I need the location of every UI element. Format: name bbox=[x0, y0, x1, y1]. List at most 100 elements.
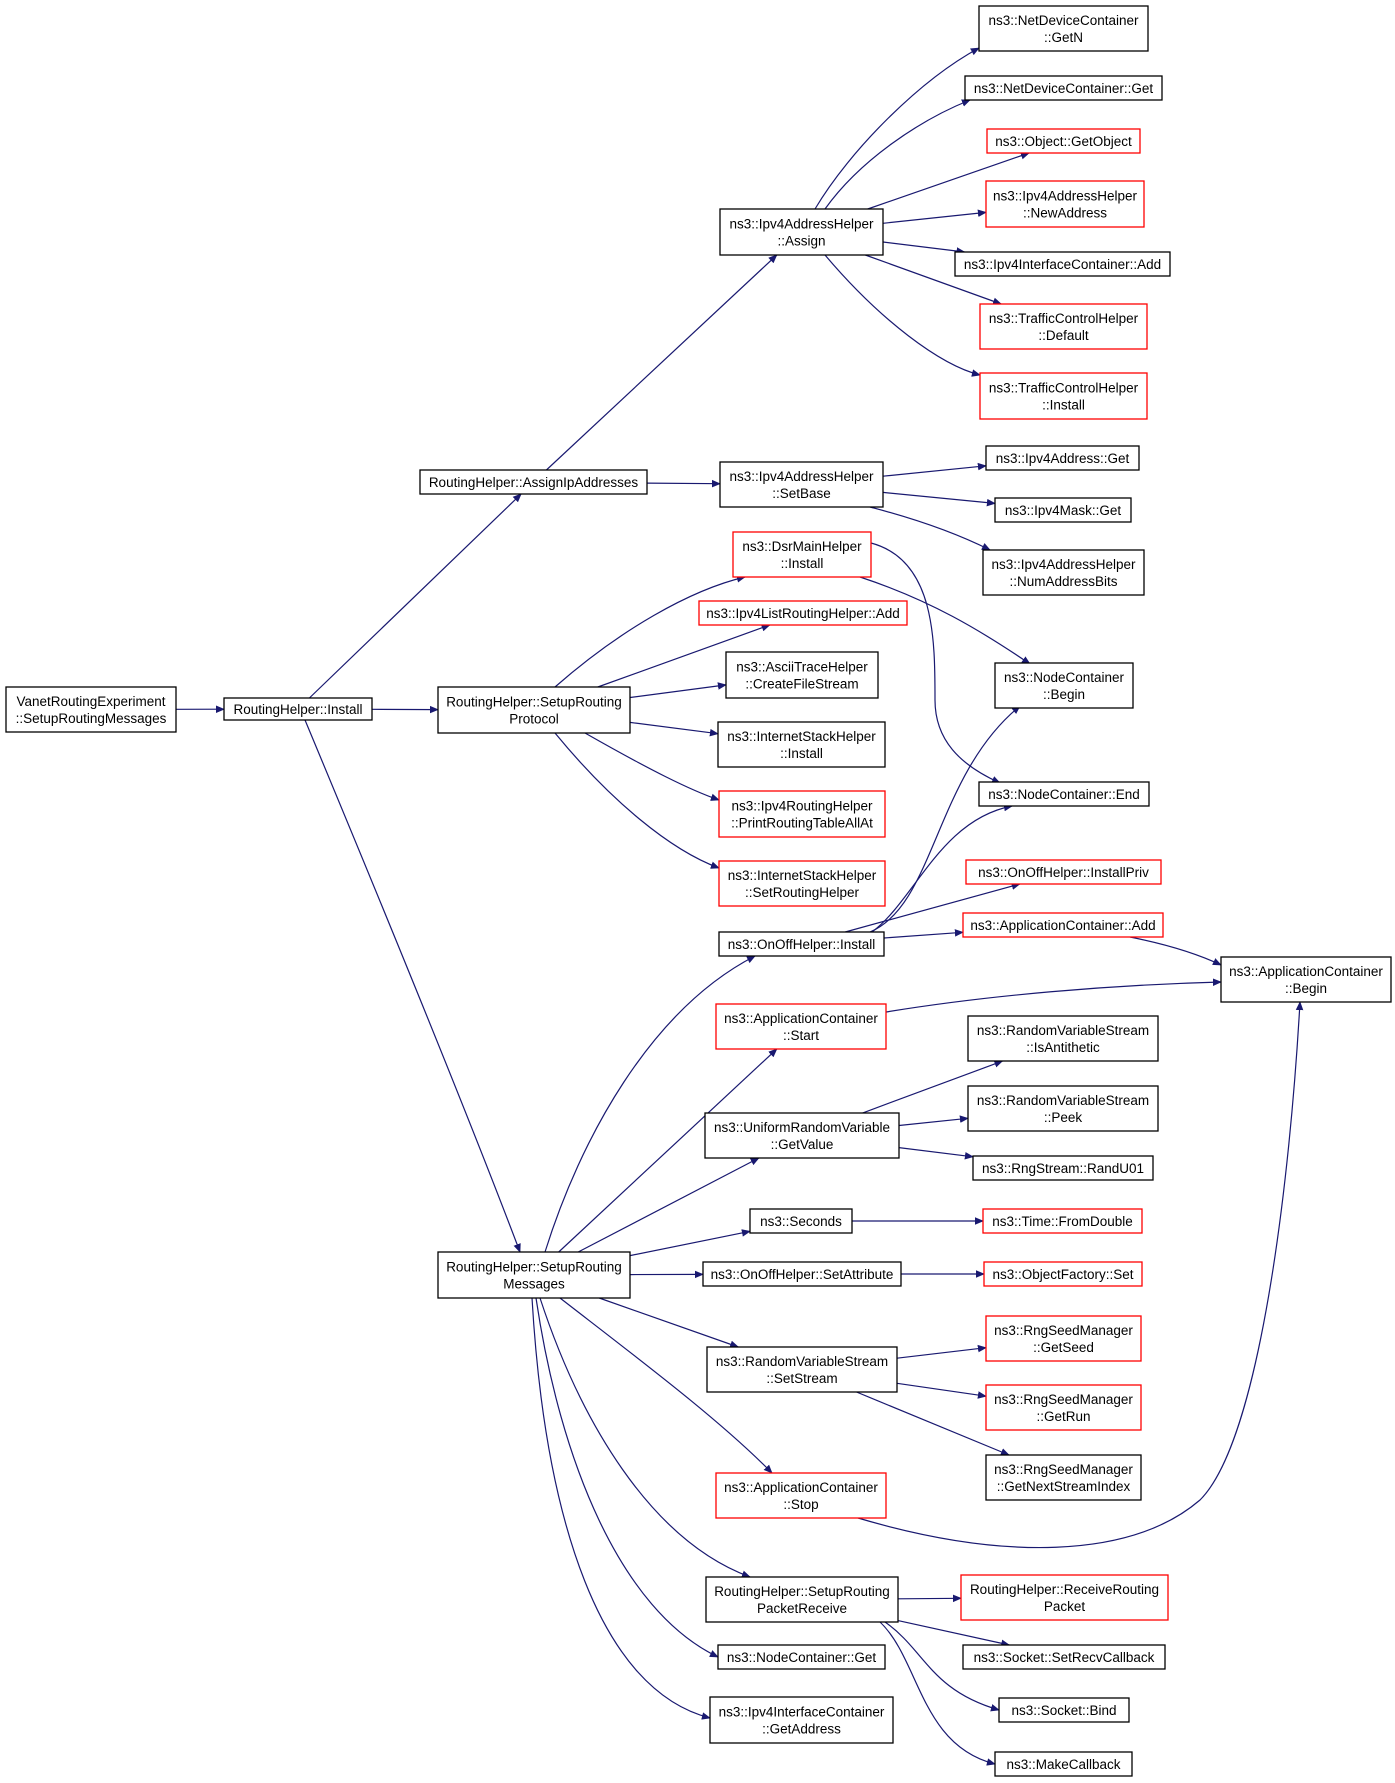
node-label: ns3::Ipv4InterfaceContainer bbox=[719, 1705, 885, 1720]
node-ipv4ic-getaddr[interactable]: ns3::Ipv4InterfaceContainer::GetAddress bbox=[709, 1696, 894, 1744]
node-label: RoutingHelper::SetupRouting bbox=[446, 1260, 622, 1275]
node-nc-end[interactable]: ns3::NodeContainer::End bbox=[978, 781, 1150, 807]
node-time-fromdouble[interactable]: ns3::Time::FromDouble bbox=[982, 1208, 1143, 1234]
node-label: ns3::Ipv4AddressHelper bbox=[729, 469, 874, 484]
edge-rh_setup_msgs-to-urv_getvalue bbox=[577, 1157, 760, 1253]
node-ipv4addr-get[interactable]: ns3::Ipv4Address::Get bbox=[985, 445, 1140, 471]
node-rng-randu01[interactable]: ns3::RngStream::RandU01 bbox=[972, 1155, 1154, 1181]
node-box bbox=[978, 5, 1149, 52]
node-ipv4ah-assign[interactable]: ns3::Ipv4AddressHelper::Assign bbox=[719, 208, 884, 256]
node-rh-install[interactable]: RoutingHelper::Install bbox=[223, 697, 373, 721]
edge-onoff_install-to-nc_end bbox=[871, 803, 1013, 933]
node-label: RoutingHelper::ReceiveRouting bbox=[970, 1582, 1159, 1597]
edge-rh_setup_msgs-to-seconds bbox=[629, 1229, 751, 1257]
node-label: ns3::RngSeedManager bbox=[994, 1392, 1133, 1407]
edge-rh_setup_recv-to-sock_bind bbox=[884, 1621, 1000, 1712]
node-sock-setrecv[interactable]: ns3::Socket::SetRecvCallback bbox=[962, 1644, 1166, 1670]
node-box bbox=[5, 686, 177, 733]
node-label: ::Start bbox=[783, 1028, 819, 1043]
node-of-set[interactable]: ns3::ObjectFactory::Set bbox=[983, 1261, 1143, 1287]
node-box bbox=[985, 1315, 1142, 1362]
node-ish-setrh[interactable]: ns3::InternetStackHelper::SetRoutingHelp… bbox=[718, 860, 886, 907]
edge-rh_setup_recv-to-makecallback bbox=[879, 1621, 996, 1766]
edge-rh_setup_proto-to-ish_setrh bbox=[554, 732, 720, 869]
node-ipv4ic-add[interactable]: ns3::Ipv4InterfaceContainer::Add bbox=[954, 251, 1171, 277]
node-label: ::GetRun bbox=[1036, 1409, 1090, 1424]
node-rsm-nextstream[interactable]: ns3::RngSeedManager::GetNextStreamIndex bbox=[985, 1454, 1142, 1501]
node-label: ::Default bbox=[1038, 328, 1089, 343]
node-ac-add[interactable]: ns3::ApplicationContainer::Add bbox=[962, 912, 1164, 938]
node-box bbox=[437, 686, 631, 734]
node-dsr-install[interactable]: ns3::DsrMainHelper::Install bbox=[732, 531, 872, 578]
node-box bbox=[994, 662, 1134, 709]
node-box bbox=[718, 931, 885, 957]
node-sock-bind[interactable]: ns3::Socket::Bind bbox=[998, 1697, 1130, 1723]
node-nc-begin[interactable]: ns3::NodeContainer::Begin bbox=[994, 662, 1134, 709]
node-label: ::GetValue bbox=[771, 1137, 834, 1152]
edge-ac_start-to-ac_begin bbox=[885, 978, 1222, 1013]
node-ascii-create[interactable]: ns3::AsciiTraceHelper::CreateFileStream bbox=[725, 651, 879, 699]
node-label: ns3::Socket::SetRecvCallback bbox=[974, 1650, 1155, 1665]
node-onoff-setattr[interactable]: ns3::OnOffHelper::SetAttribute bbox=[702, 1261, 902, 1287]
node-ish-install[interactable]: ns3::InternetStackHelper::Install bbox=[717, 721, 886, 768]
edge-ipv4ah_assign-to-ipv4ah_newaddr bbox=[882, 209, 987, 224]
node-label: ::SetupRoutingMessages bbox=[16, 711, 167, 726]
node-rvs-isanti[interactable]: ns3::RandomVariableStream::IsAntithetic bbox=[967, 1015, 1159, 1062]
node-box bbox=[985, 1454, 1142, 1501]
node-onoff-installpriv[interactable]: ns3::OnOffHelper::InstallPriv bbox=[965, 859, 1162, 885]
node-ac-begin[interactable]: ns3::ApplicationContainer::Begin bbox=[1220, 956, 1392, 1003]
node-box bbox=[705, 1576, 899, 1623]
node-ac-stop[interactable]: ns3::ApplicationContainer::Stop bbox=[715, 1472, 887, 1519]
node-makecallback[interactable]: ns3::MakeCallback bbox=[994, 1751, 1133, 1777]
node-ipv4ah-newaddr[interactable]: ns3::Ipv4AddressHelper::NewAddress bbox=[985, 180, 1145, 228]
node-box bbox=[709, 1696, 894, 1744]
node-tch-default[interactable]: ns3::TrafficControlHelper::Default bbox=[979, 303, 1148, 350]
node-box bbox=[437, 1251, 631, 1299]
node-urv-getvalue[interactable]: ns3::UniformRandomVariable::GetValue bbox=[704, 1112, 900, 1159]
edge-ipv4ah_setbase-to-ipv4addr_get bbox=[882, 462, 987, 477]
edge-rvs_setstream-to-rsm_getseed bbox=[896, 1344, 987, 1359]
node-ipv4rh-print[interactable]: ns3::Ipv4RoutingHelper::PrintRoutingTabl… bbox=[718, 790, 886, 838]
node-ndc-getn[interactable]: ns3::NetDeviceContainer::GetN bbox=[978, 5, 1149, 52]
node-box bbox=[718, 790, 886, 838]
edge-rh_setup_recv-to-rh_receive bbox=[897, 1594, 962, 1603]
node-label: VanetRoutingExperiment bbox=[16, 694, 165, 709]
node-box bbox=[962, 1644, 1166, 1670]
node-rvs-setstream[interactable]: ns3::RandomVariableStream::SetStream bbox=[706, 1346, 898, 1393]
node-obj-getobject[interactable]: ns3::Object::GetObject bbox=[986, 128, 1141, 154]
node-label: ns3::Seconds bbox=[760, 1214, 842, 1229]
node-label: ::GetAddress bbox=[762, 1722, 841, 1737]
node-ac-start[interactable]: ns3::ApplicationContainer::Start bbox=[715, 1003, 887, 1050]
edge-onoff_install-to-nc_begin bbox=[869, 705, 1021, 933]
node-label: ns3::Ipv4AddressHelper bbox=[991, 557, 1136, 572]
node-ipv4mask-get[interactable]: ns3::Ipv4Mask::Get bbox=[994, 497, 1132, 523]
node-label: ns3::AsciiTraceHelper bbox=[736, 660, 868, 675]
node-ndc-get[interactable]: ns3::NetDeviceContainer::Get bbox=[964, 75, 1163, 101]
node-nc-get[interactable]: ns3::NodeContainer::Get bbox=[717, 1644, 886, 1670]
edge-ipv4ah_assign-to-ndc_getn bbox=[814, 47, 980, 210]
node-rsm-getseed[interactable]: ns3::RngSeedManager::GetSeed bbox=[985, 1315, 1142, 1362]
node-box bbox=[717, 1644, 886, 1670]
node-label: ::Install bbox=[780, 746, 823, 761]
edge-rh_setup_proto-to-ish_install bbox=[629, 721, 719, 737]
node-box bbox=[702, 1261, 902, 1287]
node-label: ns3::Ipv4AddressHelper bbox=[729, 217, 874, 232]
node-label: ::GetSeed bbox=[1033, 1340, 1094, 1355]
node-rh-setup-msgs[interactable]: RoutingHelper::SetupRoutingMessages bbox=[437, 1251, 631, 1299]
node-tch-install[interactable]: ns3::TrafficControlHelper::Install bbox=[979, 372, 1148, 420]
node-rsm-getrun[interactable]: ns3::RngSeedManager::GetRun bbox=[985, 1384, 1142, 1431]
node-onoff-install[interactable]: ns3::OnOffHelper::Install bbox=[718, 931, 885, 957]
node-label: ns3::OnOffHelper::InstallPriv bbox=[978, 865, 1149, 880]
node-ipv4ah-setbase[interactable]: ns3::Ipv4AddressHelper::SetBase bbox=[719, 461, 884, 508]
node-seconds[interactable]: ns3::Seconds bbox=[749, 1208, 853, 1234]
edge-ac_stop-to-ac_begin bbox=[857, 1001, 1304, 1549]
node-label: ::GetN bbox=[1044, 30, 1083, 45]
node-box bbox=[982, 1208, 1143, 1234]
node-rh-assignip[interactable]: RoutingHelper::AssignIpAddresses bbox=[419, 469, 648, 495]
node-rvs-peek[interactable]: ns3::RandomVariableStream::Peek bbox=[967, 1085, 1159, 1132]
node-ipv4lrh-add[interactable]: ns3::Ipv4ListRoutingHelper::Add bbox=[698, 600, 908, 626]
node-ipv4ah-numbits[interactable]: ns3::Ipv4AddressHelper::NumAddressBits bbox=[982, 549, 1145, 596]
